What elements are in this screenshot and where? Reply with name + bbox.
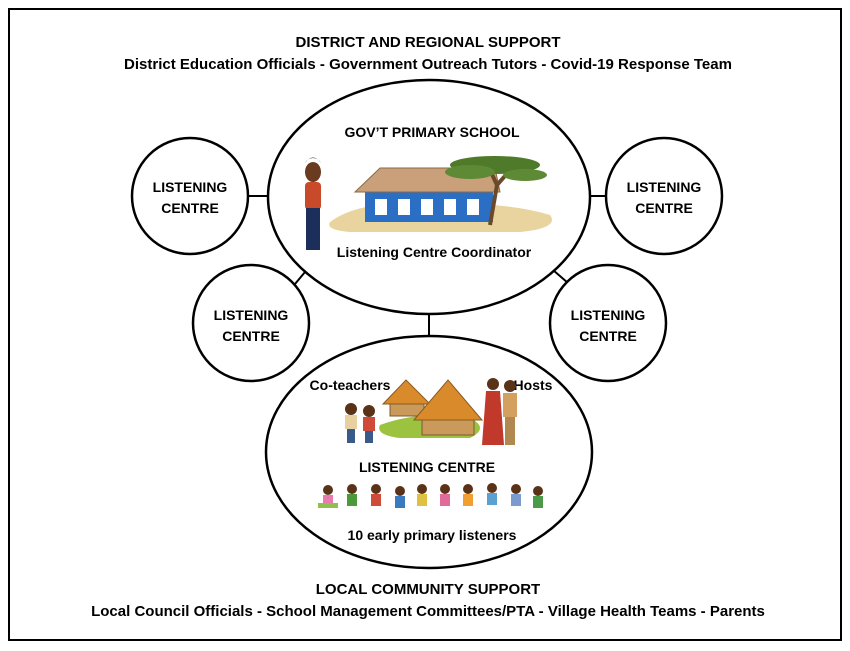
village-huts-illustration	[379, 379, 484, 438]
window	[467, 199, 479, 215]
host-figures	[482, 378, 517, 445]
figure-body	[363, 417, 375, 431]
satellite-circle	[130, 136, 250, 256]
figure-legs	[505, 417, 515, 445]
satellite-left-upper: LISTENING CENTRE	[130, 136, 250, 256]
figure-body	[345, 415, 357, 429]
co-teachers-label: Co-teachers	[310, 377, 391, 393]
connector-right-lower	[552, 269, 569, 284]
coordinator-label: Listening Centre Coordinator	[337, 244, 532, 260]
figure-head	[305, 162, 321, 182]
figure-head	[487, 378, 499, 390]
satellite-line-1: LISTENING	[571, 307, 646, 323]
top-support-members: District Education Officials - Governmen…	[124, 56, 732, 73]
coordinator-figure	[305, 157, 321, 250]
child-figure	[417, 484, 427, 506]
figure-legs	[347, 429, 355, 443]
co-teacher-figures	[345, 403, 375, 443]
tree-canopy	[445, 165, 495, 179]
satellite-circle	[548, 263, 668, 383]
satellite-line-2: CENTRE	[579, 328, 637, 344]
window	[398, 199, 410, 215]
satellite-left-lower: LISTENING CENTRE	[191, 263, 311, 383]
window	[421, 199, 433, 215]
satellite-line-1: LISTENING	[214, 307, 289, 323]
figure-hair	[305, 157, 321, 163]
child-figure	[347, 484, 357, 506]
child-figure	[318, 485, 338, 508]
satellite-right-upper: LISTENING CENTRE	[604, 136, 724, 256]
child-figure	[395, 486, 405, 508]
child-figure	[487, 483, 497, 505]
figure-top	[305, 182, 321, 210]
satellite-line-1: LISTENING	[153, 179, 228, 195]
window	[375, 199, 387, 215]
hosts-label: Hosts	[514, 377, 553, 393]
satellite-right-lower: LISTENING CENTRE	[548, 263, 668, 383]
figure-head	[504, 380, 516, 392]
figure-dress	[482, 391, 504, 445]
hut-roof	[412, 379, 484, 421]
top-support-title: DISTRICT AND REGIONAL SUPPORT	[295, 34, 560, 51]
school-building-illustration	[329, 156, 552, 232]
child-figure	[440, 484, 450, 506]
satellite-line-2: CENTRE	[222, 328, 280, 344]
community-centre-title: LISTENING CENTRE	[359, 459, 495, 475]
child-figure	[463, 484, 473, 506]
child-figure	[533, 486, 543, 508]
satellite-line-1: LISTENING	[627, 179, 702, 195]
figure-head	[363, 405, 375, 417]
figure-skirt	[306, 208, 320, 250]
satellite-circle	[604, 136, 724, 256]
listeners-label: 10 early primary listeners	[348, 527, 517, 543]
satellite-circle	[191, 263, 311, 383]
child-figure	[371, 484, 381, 506]
school-title: GOV’T PRIMARY SCHOOL	[344, 124, 519, 140]
acacia-tree	[445, 156, 547, 226]
child-figure	[511, 484, 521, 506]
bottom-support-members: Local Council Officials - School Managem…	[91, 603, 765, 620]
hut-roof	[381, 379, 432, 405]
bottom-support-title: LOCAL COMMUNITY SUPPORT	[316, 581, 540, 598]
satellite-line-2: CENTRE	[635, 200, 693, 216]
window	[444, 199, 456, 215]
tree-canopy	[503, 169, 547, 181]
figure-head	[345, 403, 357, 415]
figure-body	[503, 393, 517, 417]
satellite-line-2: CENTRE	[161, 200, 219, 216]
children-row-illustration	[318, 483, 543, 508]
school-windows	[375, 199, 479, 215]
figure-legs	[365, 431, 373, 443]
